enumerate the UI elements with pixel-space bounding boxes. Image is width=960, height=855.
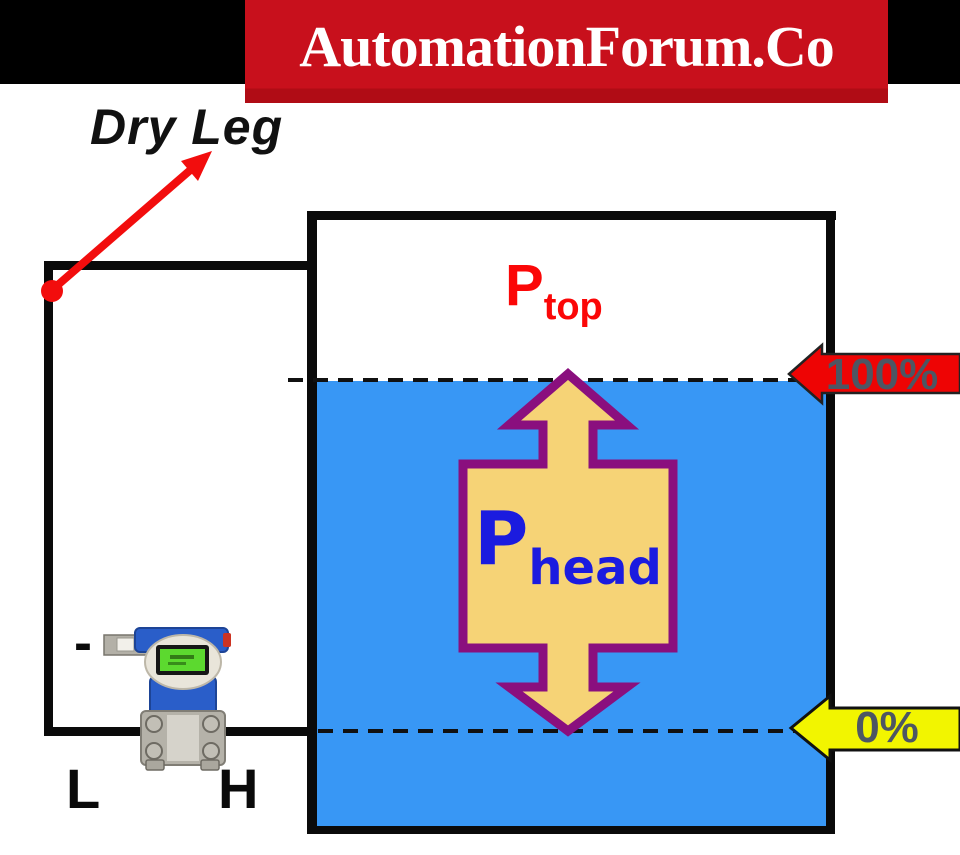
transmitter-display-screen — [160, 649, 205, 671]
flange-bolt-icon — [145, 742, 163, 760]
transmitter-display-digits — [170, 655, 194, 659]
header-left-black-block — [0, 0, 245, 84]
p-top-label: Ptop — [505, 252, 603, 329]
p-head-double-arrow — [458, 368, 678, 737]
top-impulse-pipe — [44, 261, 317, 270]
p-head-label: Phead — [463, 496, 673, 596]
dry-leg-pointer-head — [181, 151, 212, 181]
flange-bolt-icon — [145, 715, 163, 733]
tank-wall-top — [307, 211, 836, 220]
site-banner-title: AutomationForum.Co — [299, 14, 835, 79]
transmitter-end-cap — [223, 633, 231, 647]
transmitter-display-digits-2 — [168, 662, 186, 665]
high-port-label: H — [218, 757, 259, 820]
flange-foot — [200, 759, 220, 771]
dry-leg-pointer-shaft — [49, 162, 198, 294]
tank-wall-left — [307, 211, 317, 834]
header-right-black-block — [888, 0, 960, 84]
site-banner: AutomationForum.Co — [245, 0, 888, 103]
flange-bolt-icon — [202, 715, 220, 733]
tank-wall-right — [826, 211, 835, 834]
flange-bolt-icon — [202, 742, 220, 760]
left-impulse-pipe — [44, 261, 53, 736]
level-0-label: 0% — [855, 703, 919, 752]
p-head-subscript: head — [528, 540, 662, 596]
level-100-arrow — [787, 342, 960, 406]
low-side-minus-sign: - — [74, 613, 92, 673]
p-top-base: P — [505, 253, 544, 318]
p-head-base: P — [474, 496, 529, 582]
level-0-arrow — [788, 692, 960, 764]
p-top-subscript: top — [543, 286, 603, 328]
dry-leg-pointer-dot — [41, 280, 63, 302]
transmitter-conduit-port — [116, 637, 135, 652]
dry-leg-pointer-arrow — [41, 151, 212, 302]
level-100-label: 100% — [825, 350, 939, 399]
flange-foot — [145, 759, 165, 771]
low-port-label: L — [66, 757, 101, 820]
dp-transmitter — [103, 627, 231, 771]
dry-leg-label: Dry Leg — [90, 99, 284, 155]
tank-wall-bottom — [307, 826, 835, 834]
transmitter-flange-plate — [167, 715, 199, 761]
